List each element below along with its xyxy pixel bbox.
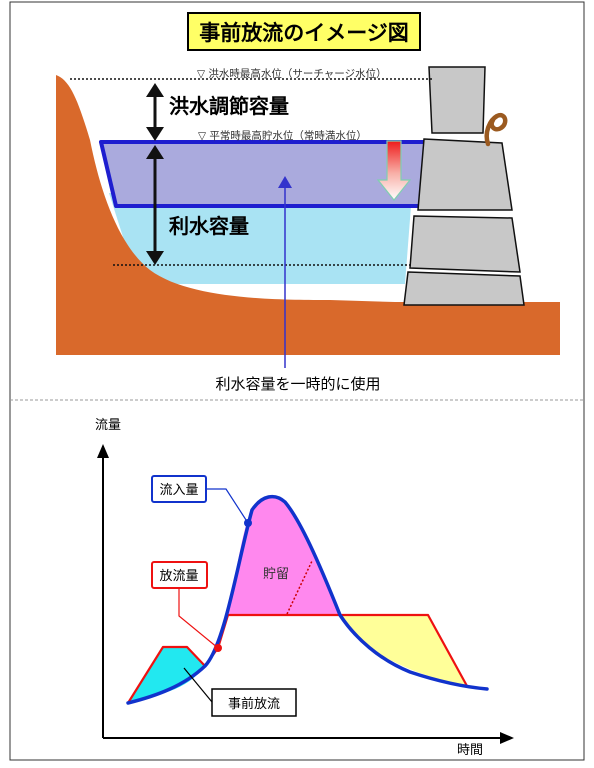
pre-release-label: 事前放流 <box>228 696 280 712</box>
x-axis-label: 時間 <box>457 743 483 758</box>
storage-region <box>99 140 431 208</box>
storage-label: 貯留 <box>263 567 289 582</box>
caption: 利水容量を一時的に使用 <box>215 375 380 393</box>
y-axis-label: 流量 <box>95 418 121 433</box>
release-area <box>340 615 467 686</box>
outflow-callout <box>151 561 208 589</box>
caption-pointer-head <box>278 176 292 188</box>
dam-block-bottom <box>403 271 525 306</box>
dam-block-middle <box>417 138 513 211</box>
flood-control-capacity-label: 洪水調節容量 <box>169 94 289 118</box>
storage-divider <box>286 560 313 615</box>
pre-release-area <box>128 647 205 703</box>
pre-release-callout <box>211 688 297 717</box>
page-title: 事前放流のイメージ図 <box>199 21 409 45</box>
terrain <box>56 75 560 355</box>
release-arrow-icon <box>376 140 412 201</box>
water-use-capacity-region <box>109 193 412 284</box>
storage-area <box>228 496 340 615</box>
dam-block-lower <box>409 215 521 273</box>
inflow-callout <box>151 475 207 503</box>
water-use-capacity-label: 利水容量 <box>169 214 249 238</box>
outflow-label: 放流量 <box>159 569 198 584</box>
y-axis-arrow-icon <box>97 444 109 458</box>
flood-water-level-label: ▽ 洪水時最高水位（サーチャージ水位） <box>197 67 387 80</box>
title-box <box>187 12 421 51</box>
flood-control-arrow-icon <box>146 83 164 141</box>
dam-block-top <box>428 66 486 134</box>
gate-icon <box>484 112 508 147</box>
water-use-arrow-icon <box>146 145 164 265</box>
inflow-callout-line <box>206 488 249 524</box>
pre-release-callout-line <box>183 667 213 703</box>
outflow-callout-line <box>178 587 219 649</box>
inflow-line <box>126 494 489 705</box>
x-axis-arrow-icon <box>500 732 514 744</box>
normal-water-level-label: ▽ 平常時最高貯水位（常時満水位） <box>198 129 367 142</box>
inflow-label: 流入量 <box>159 483 198 498</box>
